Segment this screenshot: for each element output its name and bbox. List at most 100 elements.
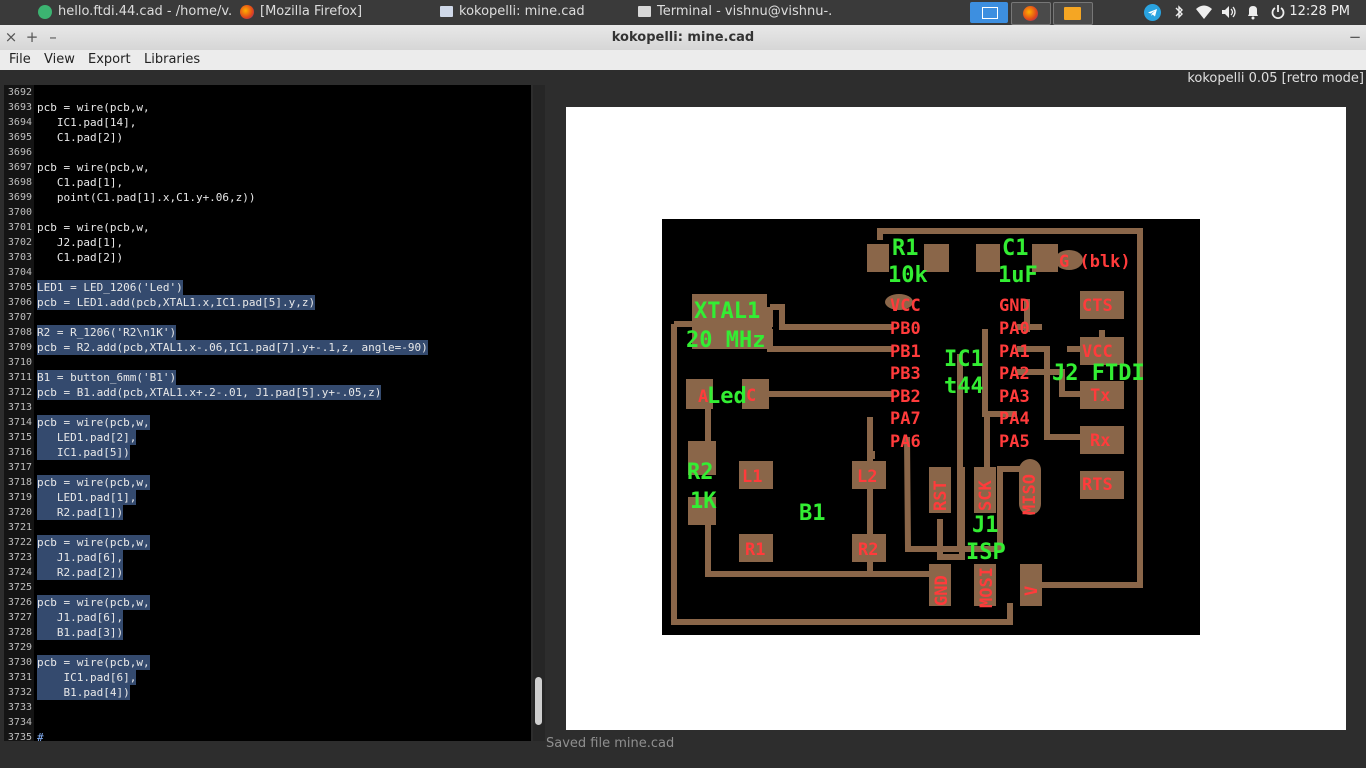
editor-scrollbar[interactable] [533,85,545,741]
close-icon[interactable]: × [4,28,18,46]
launcher-desktop[interactable] [970,2,1008,23]
line-number: 3722 [7,537,32,548]
pad-label: PB2 [890,387,921,407]
pad-b1-r2 [852,534,886,562]
code-line[interactable]: pcb = wire(pcb,w, [37,475,150,490]
code-line[interactable]: B1.pad[3]) [37,625,124,640]
minimize-icon[interactable]: – [49,28,57,46]
code-line[interactable]: R2 = R_1206('R2\n1K') [37,325,177,340]
scrollbar-thumb[interactable] [535,677,542,725]
menu-file[interactable]: File [9,52,31,67]
menu-view[interactable]: View [44,52,75,67]
task-firefox[interactable]: [Mozilla Firefox] [240,0,430,25]
code-line[interactable]: pcb = wire(pcb,w, [37,595,150,610]
pad-label: GND [932,575,952,606]
pad-c1-2 [1032,244,1058,272]
pad-label: PA4 [999,409,1030,429]
menu-libraries[interactable]: Libraries [144,52,201,67]
code-line[interactable]: # [37,731,44,741]
code-line[interactable]: IC1.pad[14], [37,116,137,129]
code-line[interactable]: pcb = wire(pcb,w, [37,535,150,550]
part-label: IC1 [944,347,984,372]
task-hello-ftdi[interactable]: hello.ftdi.44.cad - /home/v... [38,0,233,25]
notification-icon[interactable] [1245,4,1261,20]
pad-label: MISO [1020,474,1040,515]
code-line[interactable]: C1.pad[1], [37,176,124,189]
code-line[interactable]: point(C1.pad[1].x,C1.y+.06,z)) [37,191,256,204]
code-line[interactable]: R2.pad[1]) [37,505,124,520]
pad-label: PB3 [890,364,921,384]
launcher-firefox[interactable] [1011,2,1051,25]
code-line[interactable]: J1.pad[6], [37,550,124,565]
telegram-icon[interactable] [1144,4,1161,21]
line-number: 3728 [7,627,32,638]
pad-j1-rst [929,467,951,513]
code-line[interactable]: J2.pad[1], [37,236,124,249]
pad-b1-r1 [739,534,773,562]
window-titlebar[interactable]: × + – kokopelli: mine.cad − [0,25,1366,50]
launcher-files[interactable] [1053,2,1093,25]
code-line[interactable]: R2.pad[2]) [37,565,124,580]
code-line[interactable]: pcb = wire(pcb,w, [37,221,150,234]
code-line[interactable]: pcb = wire(pcb,w, [37,415,150,430]
line-number: 3699 [7,192,32,203]
menu-export[interactable]: Export [88,52,131,67]
code-line[interactable]: C1.pad[2]) [37,131,124,144]
clock[interactable]: 12:28 PM [1289,4,1350,19]
code-line[interactable]: LED1.pad[2], [37,430,137,445]
code-line[interactable]: pcb = LED1.add(pcb,XTAL1.x,IC1.pad[5].y,… [37,295,316,310]
part-label: 10k [888,263,928,288]
bluetooth-icon[interactable] [1171,4,1187,20]
code-line[interactable]: pcb = R2.add(pcb,XTAL1.x-.06,IC1.pad[7].… [37,340,428,355]
pad-label: PA6 [890,432,921,452]
pad-label: Rx [1090,431,1110,451]
code-line[interactable]: C1.pad[2]) [37,251,124,264]
part-label: B1 [799,501,826,526]
code-line[interactable]: LED1 = LED_1206('Led') [37,280,183,295]
code-line[interactable]: IC1.pad[6], [37,670,137,685]
line-number: 3698 [7,177,32,188]
line-number: 3730 [7,657,32,668]
maximize-icon[interactable]: − [1348,28,1362,46]
code-line[interactable]: IC1.pad[5]) [37,445,130,460]
task-kokopelli[interactable]: kokopelli: mine.cad [440,0,630,25]
line-number: 3706 [7,297,32,308]
desktop-icon [982,7,998,19]
pad-label: VCC [890,296,921,316]
pin-icon[interactable]: + [25,28,39,46]
part-label: R1 [892,236,919,261]
code-line[interactable]: pcb = wire(pcb,w, [37,655,150,670]
pad-j2-rts [1080,471,1124,499]
pcb-board[interactable]: G (blk)VCCPB0PB1PB3PB2PA7PA6GNDPA0PA1PA2… [662,219,1200,635]
code-line[interactable]: J1.pad[6], [37,610,124,625]
volume-icon[interactable] [1220,4,1236,20]
pad-label: PB1 [890,342,921,362]
line-number: 3727 [7,612,32,623]
line-number: 3732 [7,687,32,698]
pad-j2-vcc [1080,337,1124,365]
code-line[interactable]: B1 = button_6mm('B1') [37,370,177,385]
code-line[interactable]: pcb = wire(pcb,w, [37,161,150,174]
code-line[interactable]: LED1.pad[1], [37,490,137,505]
pad-r2-1 [688,441,716,475]
line-number: 3711 [7,372,32,383]
pad-label: PA0 [999,319,1030,339]
code-line[interactable]: B1.pad[4]) [37,685,130,700]
code-line[interactable]: pcb = B1.add(pcb,XTAL1.x+.2-.01, J1.pad[… [37,385,382,400]
pad-j2-rx [1080,426,1124,454]
power-icon[interactable] [1270,4,1286,20]
pad-c1-1 [976,244,1000,272]
pad-ic1-vcc [885,294,913,310]
line-number: 3714 [7,417,32,428]
part-label: 1K [690,489,717,514]
line-number: 3695 [7,132,32,143]
code-line[interactable]: pcb = wire(pcb,w, [37,101,150,114]
line-number: 3734 [7,717,32,728]
line-number: 3731 [7,672,32,683]
wifi-icon[interactable] [1195,4,1212,20]
task-label: kokopelli: mine.cad [459,4,585,19]
task-terminal[interactable]: Terminal - vishnu@vishnu-... [638,0,833,25]
